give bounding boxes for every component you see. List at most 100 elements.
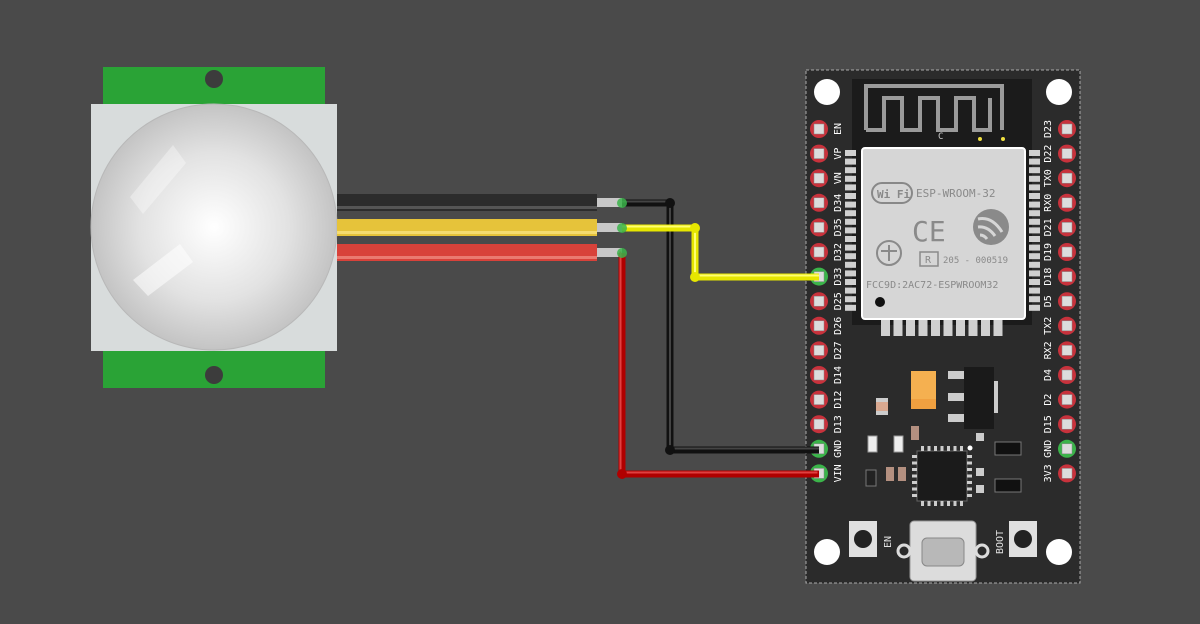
pir-sensor[interactable] (90, 67, 338, 388)
pin-label-right-d21: D21 (1043, 218, 1054, 236)
chip-pin (921, 501, 924, 506)
module-pad (1029, 150, 1040, 156)
onboard-components (865, 367, 1022, 506)
pin-left-vp-pad (813, 148, 825, 159)
micro-usb-port[interactable] (896, 520, 990, 582)
module-pad (845, 167, 856, 174)
chip-pin (960, 501, 963, 506)
module-pad (845, 210, 856, 217)
pin-left-d27-pad (813, 345, 825, 356)
pin-right-d22-pad (1061, 148, 1073, 159)
module-pad (1029, 236, 1040, 242)
pin-left-d35-pad (813, 222, 825, 233)
pcb-antenna-trace (864, 84, 1004, 132)
pin-right-d21-pad (1061, 222, 1073, 233)
pin-label-left-en: EN (833, 123, 844, 135)
dome-highlight-bottom (133, 244, 193, 296)
pin-label-left-d14: D14 (833, 366, 844, 384)
svg-text:Wi Fi: Wi Fi (877, 188, 910, 201)
chip-pin (967, 481, 972, 484)
wire-out-yellow[interactable] (622, 223, 819, 282)
pin-label-left-d27: D27 (833, 341, 844, 359)
chip-pin (912, 481, 917, 484)
pin-label-right-tx0: TX0 (1043, 169, 1054, 187)
smd-led-1 (867, 435, 878, 453)
module-pad (968, 320, 978, 336)
chip-pin (927, 501, 931, 506)
module-pad (1029, 184, 1040, 191)
mount-hole-br (1046, 539, 1072, 565)
right-header-pins (1058, 120, 1076, 483)
right-pin-labels: D23D22TX0RX0D21D19D18D5TX2RX2D4D2D15GND3… (1043, 120, 1054, 482)
voltage-regulator (964, 367, 994, 429)
module-pad (845, 150, 856, 156)
chip-pin (912, 468, 917, 471)
module-pad (881, 320, 890, 336)
pin-right-d2-pad (1061, 394, 1073, 405)
chip-pin (967, 494, 972, 497)
antenna-mark: C (938, 132, 943, 142)
pin-right-d23-pad (1061, 123, 1073, 135)
chip-pin (947, 501, 950, 506)
pin-right-rx2-pad (1061, 345, 1073, 356)
module-pad (918, 320, 928, 336)
pin-right-d19-pad (1061, 246, 1073, 258)
pin-label-left-vin: VIN (833, 464, 844, 482)
pin-left-d32-pad (813, 246, 825, 258)
pin-label-right-gnd: GND (1043, 440, 1054, 458)
chip-pin (912, 474, 917, 478)
pin-label-right-d4: D4 (1043, 369, 1054, 381)
pin-label-right-d2: D2 (1043, 394, 1054, 406)
chip-pin (921, 446, 924, 451)
module-pad (845, 201, 856, 208)
pin-right-d15-pad (1061, 418, 1073, 430)
pin-label-left-d34: D34 (833, 194, 844, 212)
module-pad (943, 320, 953, 336)
chip-pin (927, 446, 931, 451)
module-pad (1029, 175, 1040, 182)
module-pad (893, 320, 903, 336)
chip-pin (947, 446, 950, 451)
wire-vcc-red[interactable] (617, 251, 819, 480)
mount-hole-bl (814, 539, 840, 565)
pin-right-tx2-pad (1061, 320, 1073, 332)
module-pad (1029, 270, 1040, 277)
pin-label-right-rx2: RX2 (1043, 341, 1054, 359)
module-pad (1029, 244, 1040, 251)
module-pad (845, 236, 856, 242)
pin-right-3v3-pad (1061, 468, 1073, 479)
pin-label-left-d32: D32 (833, 243, 844, 261)
wires (617, 198, 819, 479)
en-button-label: EN (883, 536, 894, 548)
wifi-logo: Wi Fi (871, 182, 913, 204)
r-mark-box (919, 251, 939, 267)
left-header-pins (810, 120, 828, 483)
module-pad (981, 320, 990, 336)
smd-resistor-1 (876, 398, 888, 415)
module-pad (1029, 227, 1040, 234)
en-button[interactable] (849, 521, 877, 557)
chip-pin (912, 487, 917, 491)
chip-pin (940, 446, 944, 451)
chip-pin (967, 468, 972, 471)
module-pad (1029, 261, 1040, 268)
esp32-devkit[interactable]: C Wi Fi ESP-WROOM-32 CE R 205 - 000519 F… (805, 69, 1081, 584)
boot-button[interactable] (1009, 521, 1037, 557)
lead-tip-black (597, 198, 622, 207)
boot-button-label: BOOT (995, 530, 1006, 554)
module-pad (845, 261, 856, 268)
pin-left-d25-pad (813, 295, 825, 307)
pin-label-left-d33: D33 (833, 268, 844, 286)
usb-uart-chip (916, 450, 968, 502)
lead-tip-yellow (597, 223, 622, 232)
wire-gnd-black[interactable] (622, 198, 819, 455)
left-pin-labels: ENVPVND34D35D32D33D25D26D27D14D12D13GNDV… (833, 123, 844, 482)
module-pad (845, 193, 856, 199)
module-pad (1029, 287, 1040, 294)
pin-label-left-d13: D13 (833, 415, 844, 433)
pin-left-vn-pad (813, 172, 825, 184)
module-pads-bottom (881, 320, 1003, 336)
pin-label-left-vn: VN (833, 172, 844, 184)
module-pad (845, 175, 856, 182)
